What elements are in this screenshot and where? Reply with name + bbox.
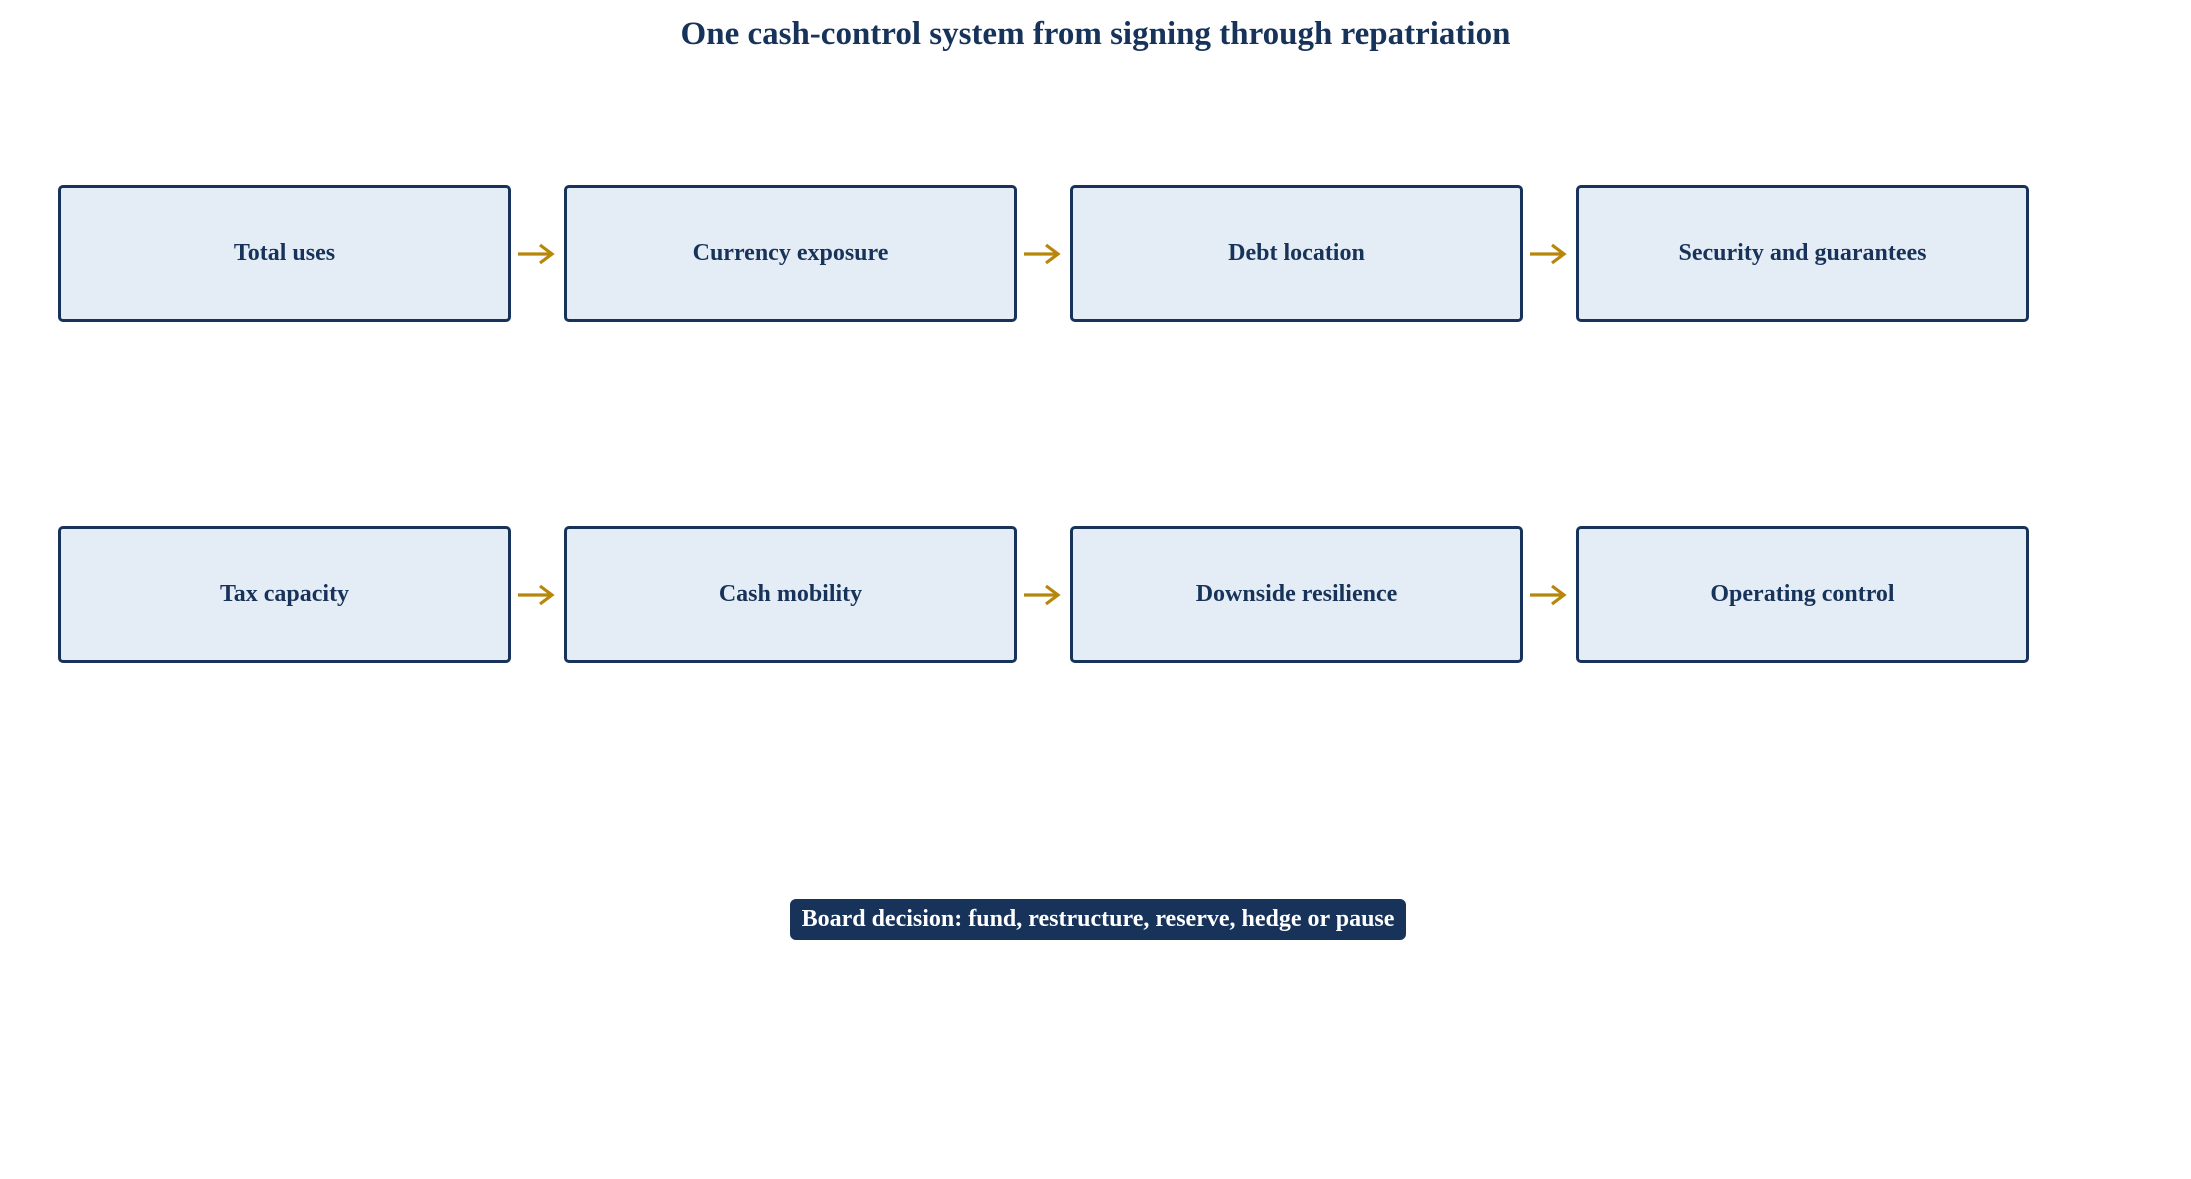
board-decision-badge: Board decision: fund, restructure, reser… — [790, 899, 1406, 940]
step-security-and-guarantees: Security and guarantees — [1576, 185, 2029, 322]
step-operating-control: Operating control — [1576, 526, 2029, 663]
arrow-right-icon — [1024, 243, 1061, 265]
step-currency-exposure: Currency exposure — [564, 185, 1017, 322]
step-downside-resilience: Downside resilience — [1070, 526, 1523, 663]
step-debt-location: Debt location — [1070, 185, 1523, 322]
arrow-right-icon — [518, 584, 555, 606]
step-tax-capacity: Tax capacity — [58, 526, 511, 663]
arrow-right-icon — [518, 243, 555, 265]
step-cash-mobility: Cash mobility — [564, 526, 1017, 663]
arrow-right-icon — [1530, 243, 1567, 265]
arrow-right-icon — [1530, 584, 1567, 606]
arrow-right-icon — [1024, 584, 1061, 606]
diagram-title: One cash-control system from signing thr… — [680, 16, 1511, 52]
step-total-uses: Total uses — [58, 185, 511, 322]
